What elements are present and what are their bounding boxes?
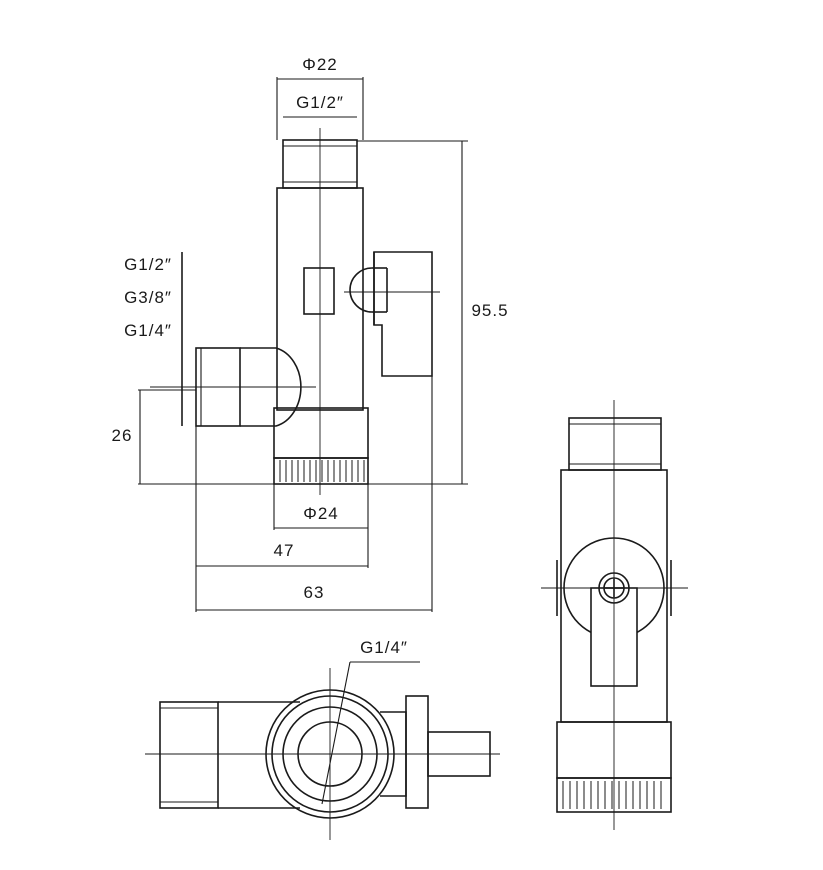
side-view xyxy=(541,400,688,830)
top-view: G1/4″ xyxy=(145,638,500,840)
knurl-hatching xyxy=(279,460,365,482)
bottom-diameter-label: Φ24 xyxy=(303,504,338,523)
outlet-thread-label: G1/4″ xyxy=(360,638,408,657)
width-47-label: 47 xyxy=(274,541,295,560)
side-thread-1: G1/2″ xyxy=(124,255,172,274)
front-view: Φ22 G1/2″ G1/2″ G3/8″ G1/4″ xyxy=(112,55,508,612)
side-knurl-hatching xyxy=(562,781,662,809)
top-diameter-label: Φ22 xyxy=(302,55,337,74)
width-63-label: 63 xyxy=(304,583,325,602)
top-thread-label: G1/2″ xyxy=(296,93,344,112)
height-label: 95.5 xyxy=(471,301,508,320)
side-thread-3: G1/4″ xyxy=(124,321,172,340)
side-thread-2: G3/8″ xyxy=(124,288,172,307)
inlet-offset-label: 26 xyxy=(112,426,133,445)
